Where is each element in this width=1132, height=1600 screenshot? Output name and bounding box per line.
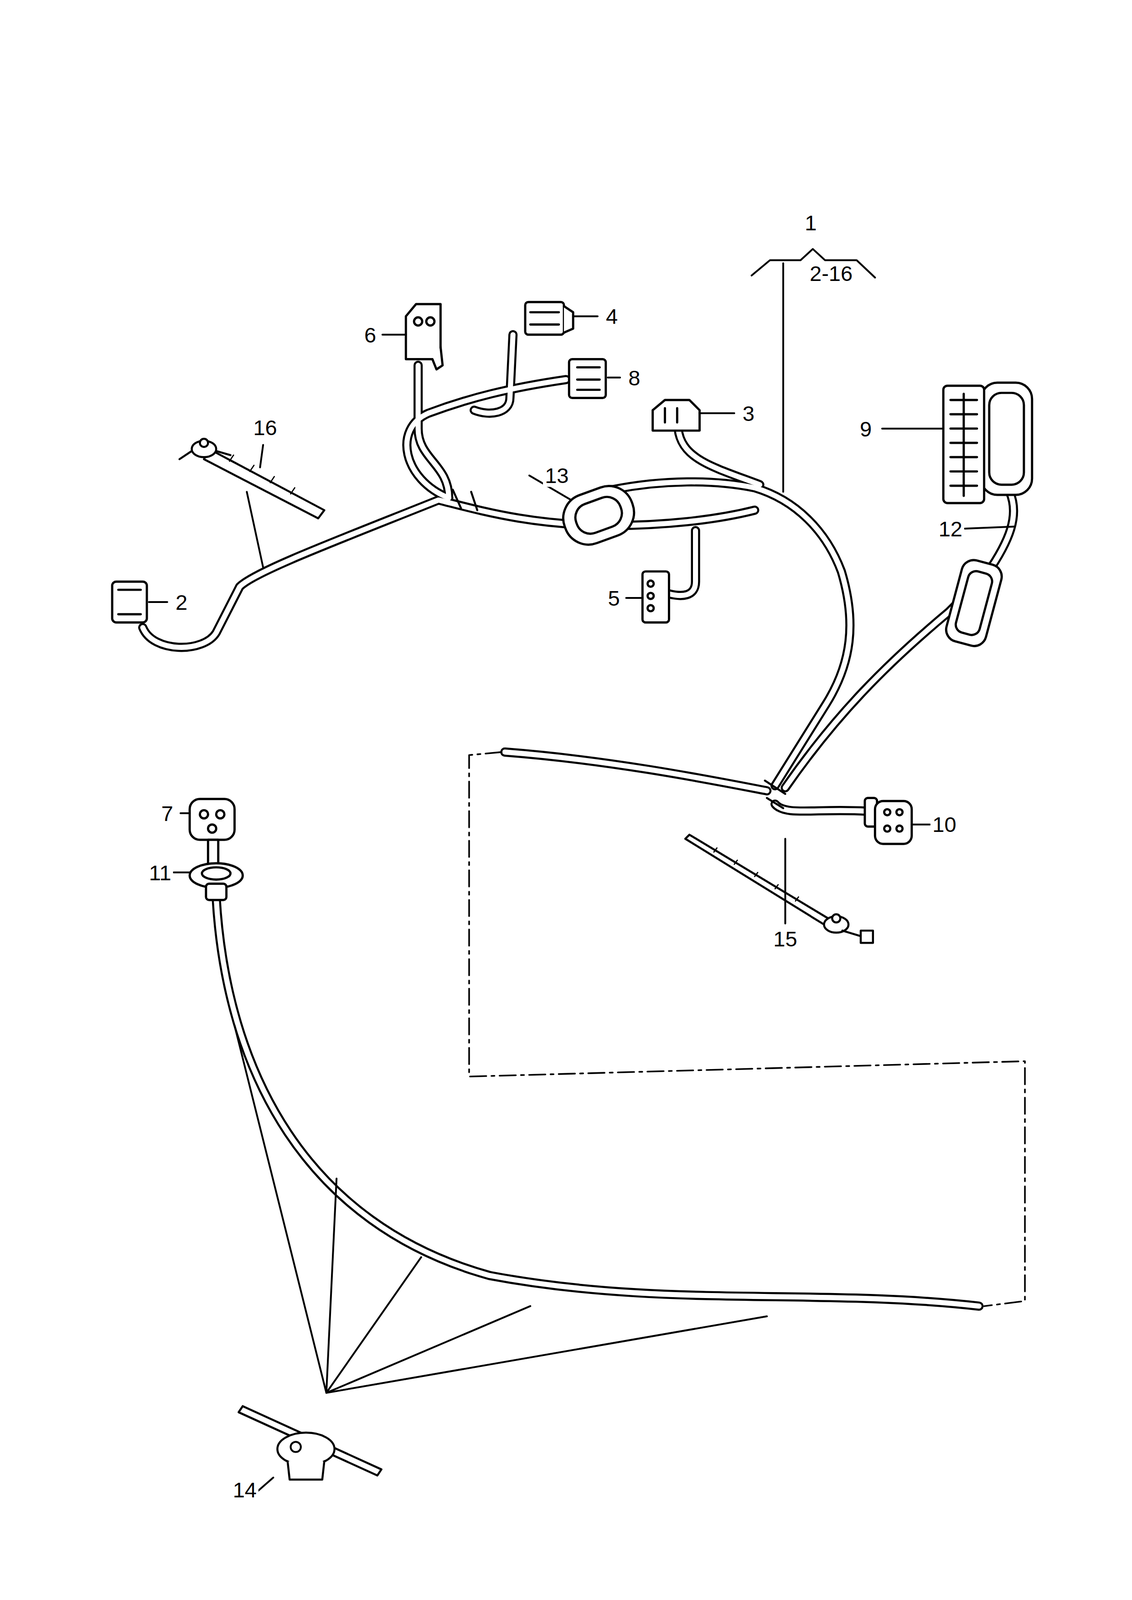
callout-number: 3: [740, 401, 757, 425]
callout-number: 6: [362, 322, 378, 347]
callout-number: 11: [147, 860, 174, 884]
callout-number: 14: [231, 1477, 259, 1501]
callout-number: 1: [802, 210, 819, 234]
callout-number: 2-16: [807, 261, 855, 285]
callout-number: 4: [604, 304, 620, 328]
callout-number: 7: [159, 801, 176, 825]
callout-number: 13: [542, 463, 571, 487]
callout-number: 5: [606, 585, 622, 610]
callout-number: 2: [173, 589, 190, 614]
callout-number: 8: [626, 365, 642, 389]
callout-number: 9: [858, 416, 874, 440]
callout-number: 12: [936, 516, 965, 540]
callout-number: 16: [251, 415, 279, 440]
callout-number: 10: [930, 812, 958, 836]
callout-number: 15: [771, 926, 799, 950]
